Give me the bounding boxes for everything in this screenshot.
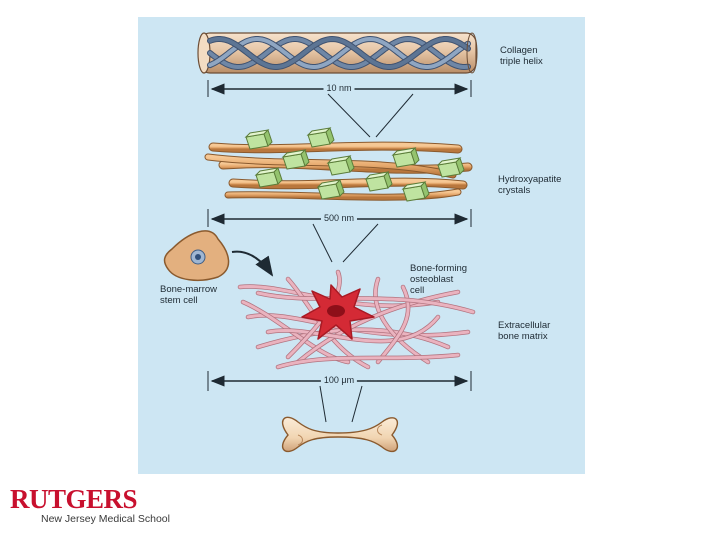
crystal bbox=[403, 182, 429, 201]
label-osteoblast-cell: Bone-forming osteoblast cell bbox=[410, 263, 467, 296]
differentiation-arrow bbox=[232, 252, 272, 275]
bone-icon bbox=[283, 417, 398, 451]
crystal bbox=[256, 168, 282, 187]
crystal bbox=[366, 172, 392, 191]
crystal bbox=[318, 180, 344, 199]
crystal bbox=[283, 150, 309, 169]
bone-structure-diagram: Collagen triple helix Hydroxyapatite cry… bbox=[138, 17, 585, 474]
crystal bbox=[328, 156, 354, 175]
stem-cell bbox=[165, 231, 229, 280]
diagram-artwork bbox=[138, 17, 585, 474]
rutgers-logo: RUTGERS New Jersey Medical School bbox=[10, 484, 210, 534]
collagen-helix bbox=[198, 33, 477, 73]
crystal bbox=[438, 158, 464, 177]
label-extracellular-bone-matrix: Extracellular bone matrix bbox=[498, 320, 550, 342]
scale-label-10nm: 10 nm bbox=[323, 83, 354, 93]
crystal bbox=[308, 128, 334, 147]
scale-label-500nm: 500 nm bbox=[321, 213, 357, 223]
crystal bbox=[393, 148, 419, 167]
label-collagen-triple-helix: Collagen triple helix bbox=[500, 45, 543, 67]
label-hydroxyapatite-crystals: Hydroxyapatite crystals bbox=[498, 174, 561, 196]
rutgers-wordmark: RUTGERS bbox=[10, 484, 137, 515]
crystal bbox=[246, 130, 272, 149]
logo-subtitle: New Jersey Medical School bbox=[41, 513, 170, 525]
label-bone-marrow-stem-cell: Bone-marrow stem cell bbox=[160, 284, 217, 306]
scale-label-100um: 100 μm bbox=[321, 375, 357, 385]
